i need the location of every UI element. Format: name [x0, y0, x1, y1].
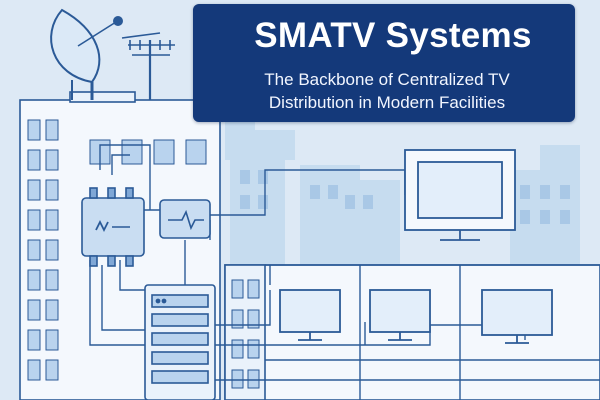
- tv-monitor-icon: [404, 149, 516, 241]
- office-windows: [231, 279, 260, 389]
- satellite-dish-icon: [50, 8, 123, 100]
- tv-monitor-icon: [369, 289, 431, 341]
- headend-rack-icon: [144, 284, 216, 400]
- skyline-windows: [240, 170, 570, 224]
- page-subtitle: The Backbone of Centralized TV Distribut…: [215, 68, 559, 114]
- page-title: SMATV Systems: [254, 16, 532, 55]
- amplifier-icon: [159, 199, 211, 239]
- tv-monitor-icon: [279, 289, 341, 341]
- multiswitch-icon: [81, 187, 145, 267]
- tv-monitor-icon: [481, 289, 553, 344]
- subtitle-line-1: The Backbone of Centralized TV: [264, 70, 510, 89]
- subtitle-line-2: Distribution in Modern Facilities: [268, 93, 506, 112]
- building-windows: [27, 119, 207, 381]
- city-skyline: [225, 120, 580, 280]
- room-frames: [265, 264, 600, 400]
- title-card: SMATV Systems The Backbone of Centralize…: [193, 4, 575, 122]
- tv-antenna-icon: [121, 32, 175, 100]
